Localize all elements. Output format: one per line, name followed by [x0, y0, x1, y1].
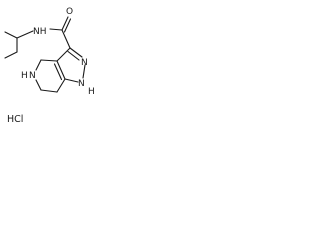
bond-c6-c7: [40, 89, 58, 93]
hydrochloride-label: HCl: [7, 114, 23, 125]
bond-c2-nh: [16, 30, 34, 39]
bond-carbonyl-o-double: [63, 18, 72, 33]
bond-c3-n2: [69, 47, 83, 58]
bond-c3a-c3: [56, 47, 71, 62]
bond-c7-c7a: [56, 78, 66, 93]
bond-c7a-c3a: [56, 60, 66, 80]
ring-nh-nitrogen-label: N: [29, 71, 36, 81]
bond-nh-carbonyl: [49, 28, 63, 31]
pyrazole-n1-label: N: [78, 79, 85, 89]
bond-n2-n1: [82, 64, 86, 79]
chemical-structure: NH O N N H H N HCl: [4, 7, 95, 125]
bond-carbonyl-c3: [61, 29, 71, 49]
bond-c7a-c3a-double: [53, 63, 63, 81]
bond-c1-c2: [4, 31, 18, 39]
bond-c3a-c4: [40, 59, 58, 62]
bond-carbonyl-o: [61, 16, 69, 31]
bond-c4-n5: [35, 59, 42, 71]
bond-c3-c4: [4, 51, 18, 59]
pyrazole-ring: [53, 47, 86, 83]
sec-butyl-group: [4, 30, 34, 59]
bond-c3-n2-double: [67, 50, 80, 61]
bond-n5-c6: [35, 79, 42, 91]
carbonyl-oxygen-label: O: [66, 7, 73, 17]
amide-group: [49, 16, 72, 49]
piperidine-ring: [35, 59, 66, 93]
ring-nh-hydrogen-label: H: [21, 71, 28, 81]
amide-nh-label: NH: [33, 27, 47, 37]
bond-n1-c7a: [64, 78, 79, 83]
pyrazole-n2-label: N: [81, 58, 88, 68]
pyrazole-n1-hydrogen-label: H: [88, 87, 95, 97]
